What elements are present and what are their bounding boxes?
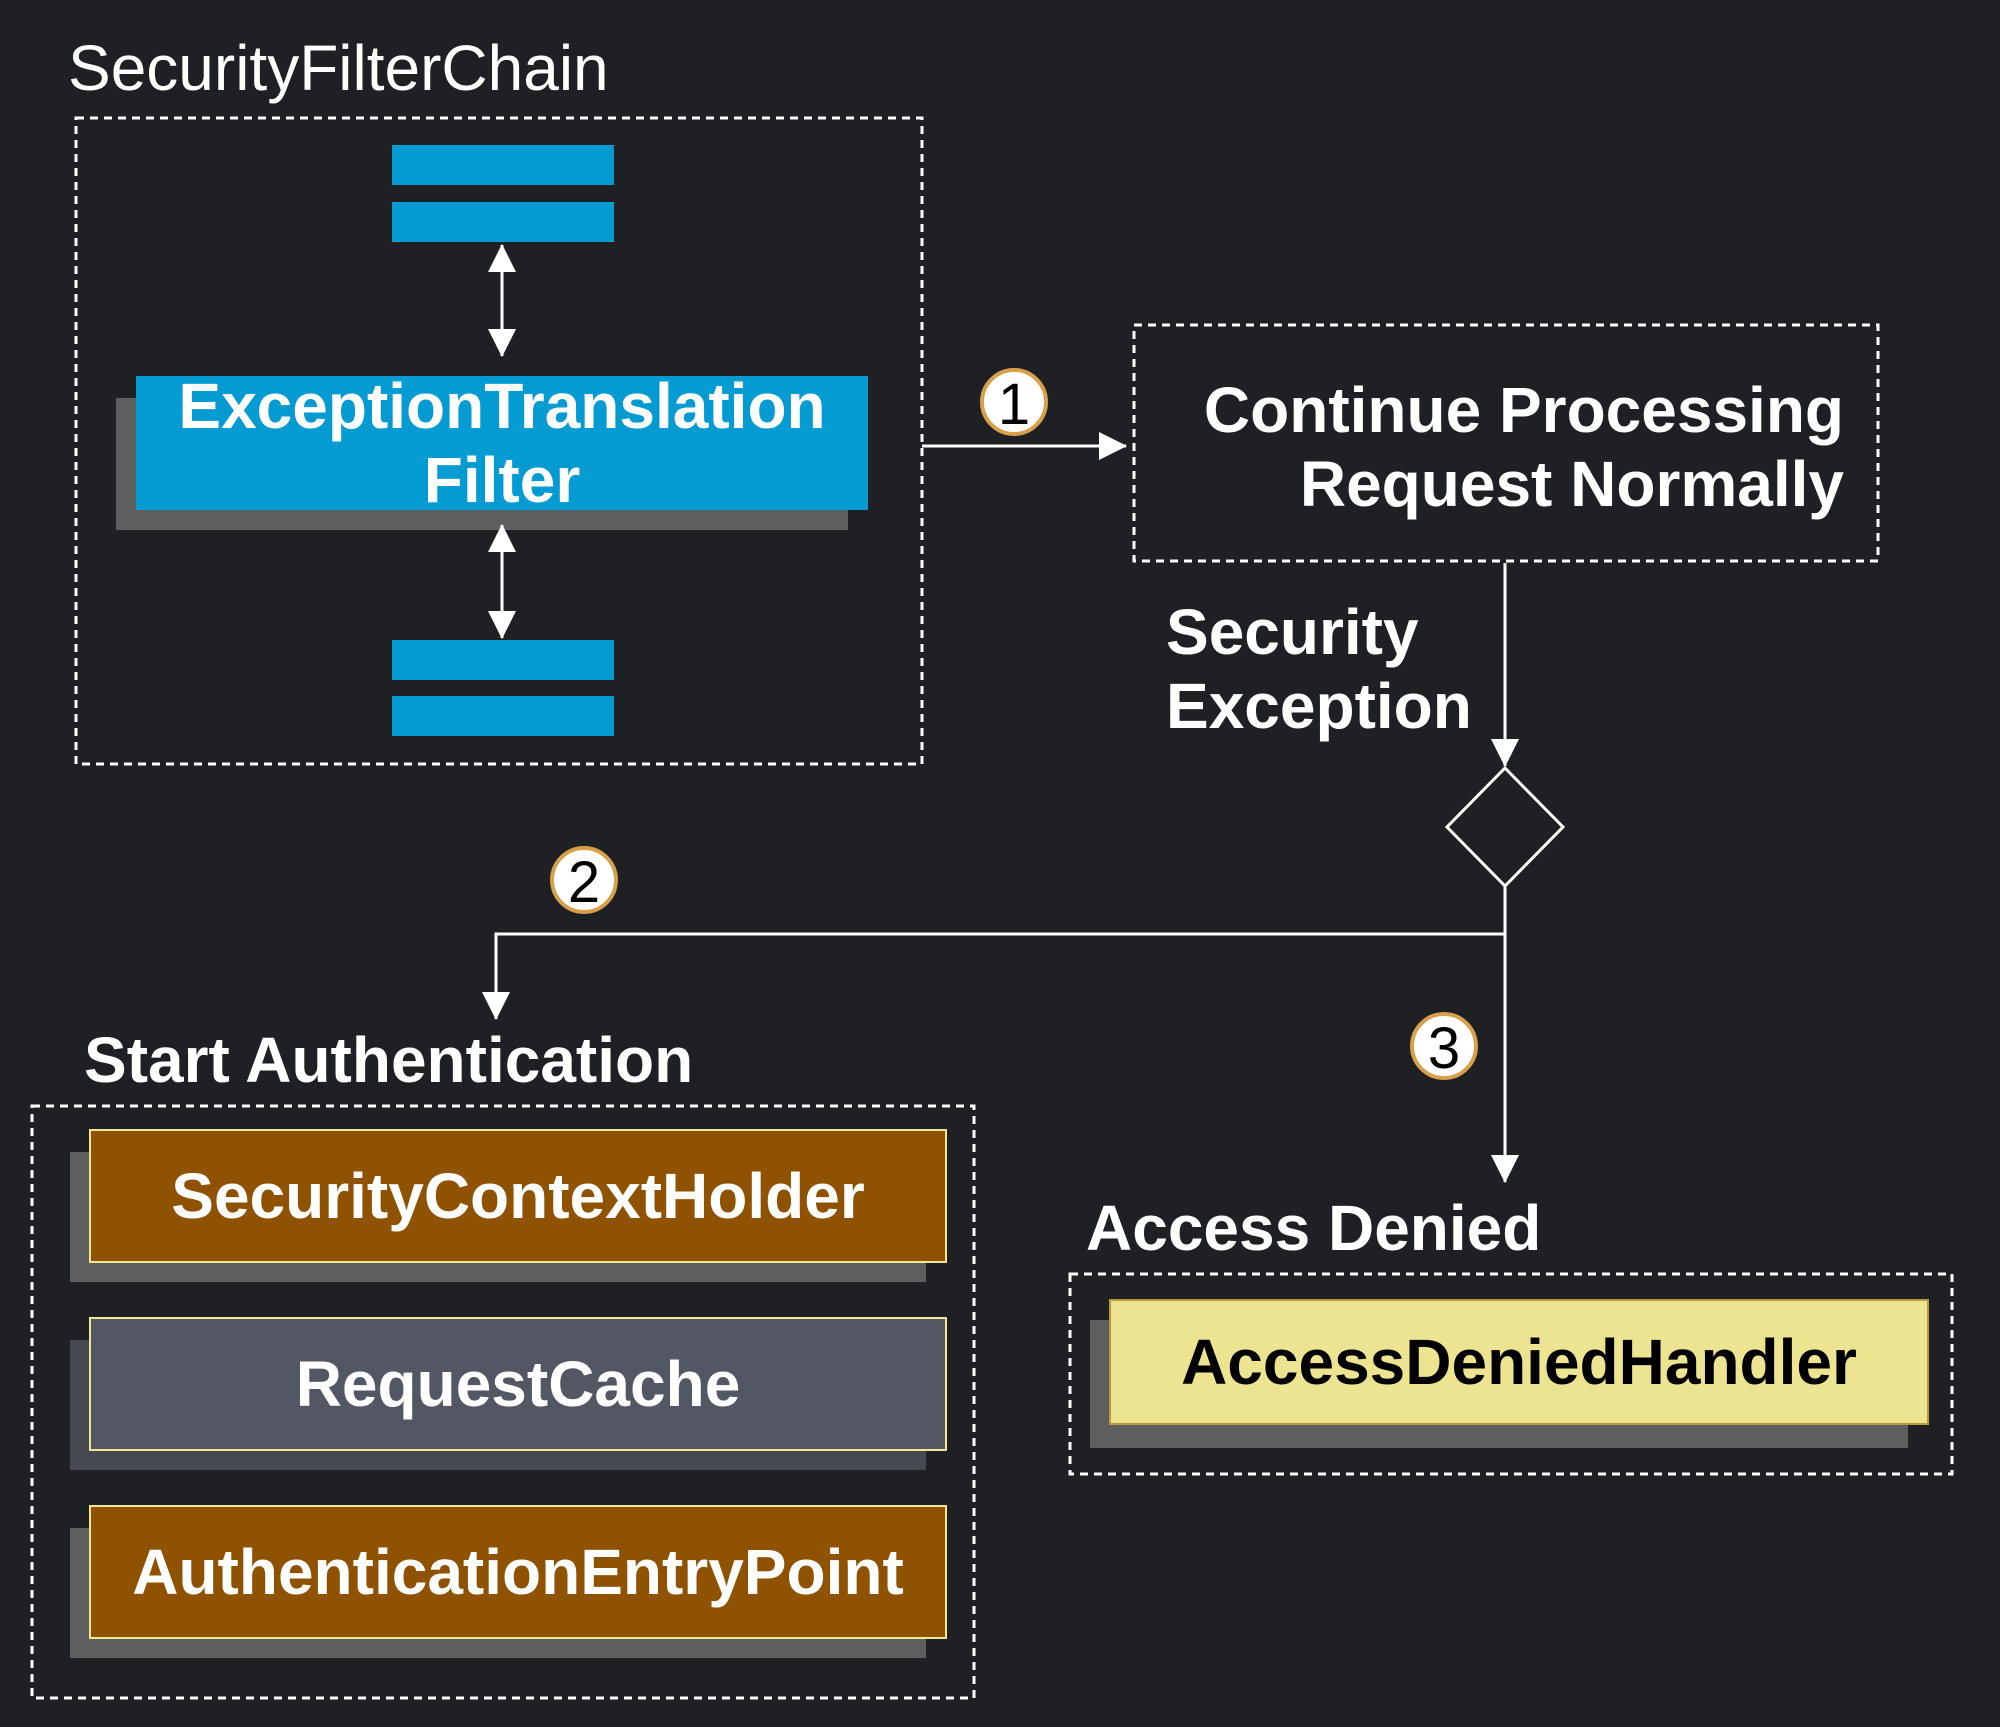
security-exception-line1: Security: [1166, 596, 1419, 668]
step-1-number: 1: [998, 372, 1030, 437]
access-denied-title: Access Denied: [1086, 1192, 1541, 1264]
step-3-number: 3: [1428, 1016, 1460, 1081]
access-denied-container: [1068, 1272, 1954, 1476]
step-2-number: 2: [568, 850, 600, 915]
authentication-entry-point: [89, 1505, 947, 1639]
start-authentication-container: [30, 1104, 976, 1700]
access-denied-handler: [1109, 1299, 1929, 1425]
start-authentication-title: Start Authentication: [84, 1024, 693, 1096]
exception-translation-filter-label-line2: Filter: [424, 444, 580, 516]
decision-diamond: [1444, 765, 1566, 889]
continue-processing-line1: Continue Processing: [1204, 374, 1844, 446]
step-1-badge: 1: [980, 368, 1048, 437]
filter-bar-top-2: [392, 202, 614, 242]
exception-translation-filter: [136, 376, 868, 510]
filter-bar-bottom-2: [392, 696, 614, 736]
filter-bar-top-1: [392, 145, 614, 185]
continue-processing-container: [1132, 323, 1880, 563]
request-cache: [89, 1317, 947, 1451]
security-filter-chain-title: SecurityFilterChain: [68, 32, 609, 104]
step-2-badge: 2: [550, 846, 618, 915]
security-filter-chain-container: [74, 116, 924, 766]
security-exception-line2: Exception: [1166, 670, 1472, 742]
step-3-badge: 3: [1410, 1012, 1478, 1081]
security-context-holder: [89, 1129, 947, 1263]
arrow-start-authentication: [482, 886, 1507, 1020]
filter-bar-bottom-1: [392, 640, 614, 680]
continue-processing-line2: Request Normally: [1300, 448, 1845, 520]
security-context-holder-label: SecurityContextHolder: [171, 1160, 864, 1232]
authentication-entry-point-label: AuthenticationEntryPoint: [132, 1536, 904, 1608]
access-denied-handler-label: AccessDeniedHandler: [1181, 1326, 1857, 1398]
exception-translation-filter-label-line1: ExceptionTranslation: [178, 370, 825, 442]
request-cache-label: RequestCache: [296, 1348, 741, 1420]
